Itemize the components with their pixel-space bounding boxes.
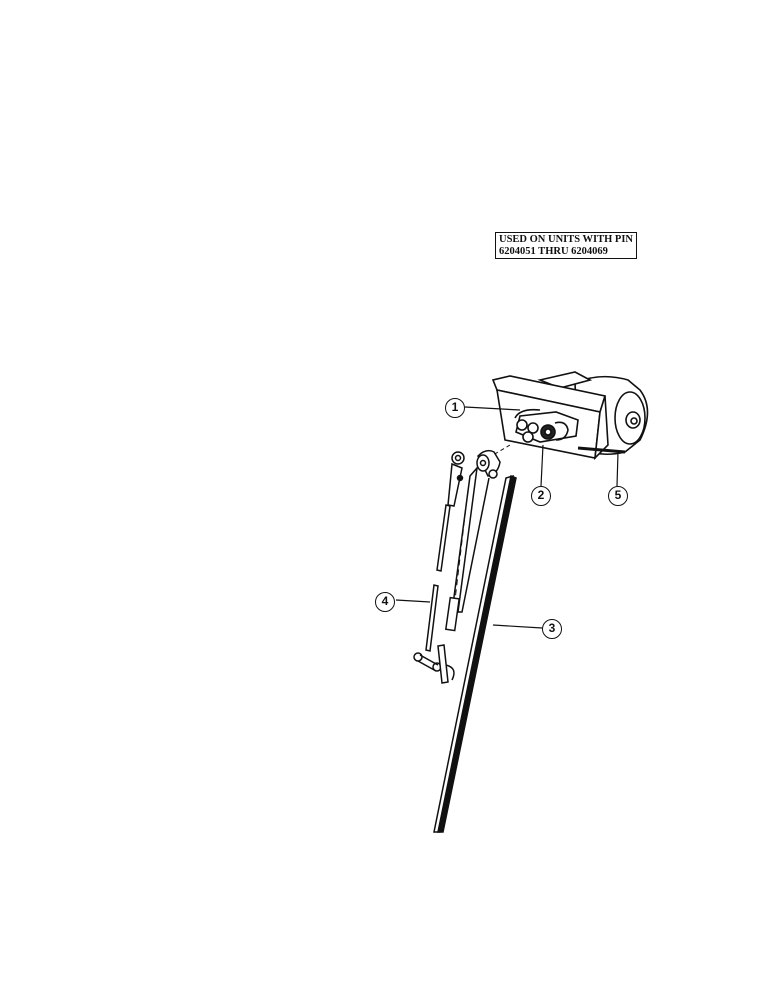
- callout-3: 3: [542, 619, 562, 639]
- leader-lines: [395, 406, 619, 629]
- callout-2: 2: [531, 486, 551, 506]
- notice-line-1: USED ON UNITS WITH PIN: [499, 234, 634, 245]
- linkage-rod-drawing: [413, 451, 465, 684]
- callout-4: 4: [375, 592, 395, 612]
- wiper-blade-drawing: [433, 474, 517, 833]
- wiper-arm-drawing: [444, 449, 501, 632]
- wiper-motor-drawing: [491, 371, 649, 461]
- callout-1: 1: [445, 398, 465, 418]
- notice-line-2: 6204051 THRU 6204069: [499, 246, 608, 257]
- serial-range-notice: USED ON UNITS WITH PIN 6204051 THRU 6204…: [495, 232, 637, 259]
- callout-5: 5: [608, 486, 628, 506]
